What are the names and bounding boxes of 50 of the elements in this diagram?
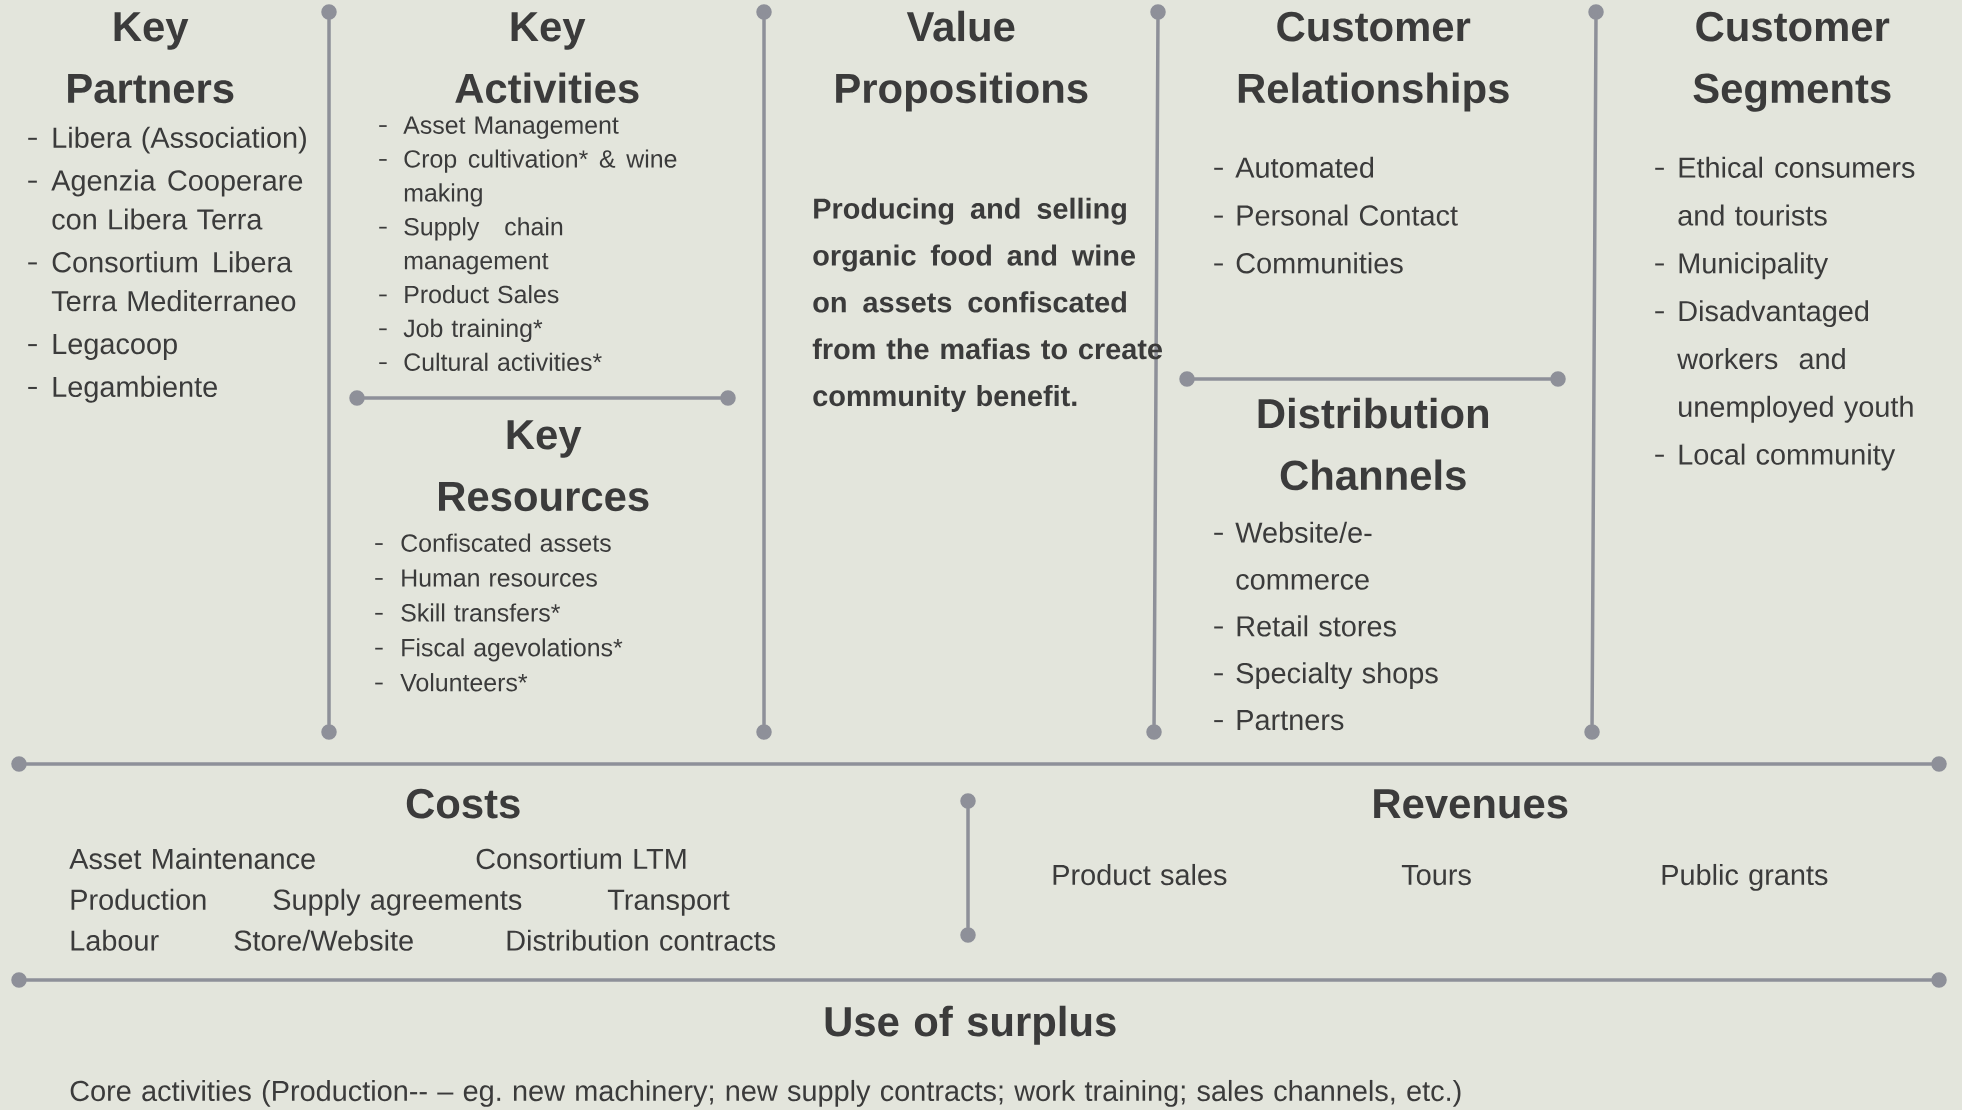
list-item: Agenzia Cooperare con Libera Terra bbox=[28, 169, 303, 230]
list-item: Website/e-commerce bbox=[1214, 521, 1372, 590]
cost-item: Store/Website bbox=[234, 929, 413, 951]
section-heading: Distribution Channels bbox=[1258, 397, 1488, 491]
section-heading: Customer Segments bbox=[1693, 11, 1891, 112]
body-text: Core activities (Production-- – eg. new machinery; new supply contracts; work training; sales channels, etc.) bbox=[70, 1079, 1461, 1107]
section-heading: Key Resources bbox=[439, 420, 649, 512]
cost-item: Production bbox=[71, 888, 206, 910]
list-item: Supply chain management bbox=[378, 217, 563, 275]
list-item: Skill transfers* bbox=[374, 603, 560, 622]
list-item: Legacoop bbox=[28, 334, 177, 360]
section-heading: Use of surplus bbox=[825, 1005, 1116, 1045]
section-heading: Value Propositions bbox=[836, 10, 1088, 112]
list-item: Local community bbox=[1655, 443, 1896, 471]
list-item: Disadvantaged workers and unemployed youth bbox=[1655, 300, 1913, 423]
list-item: Volunteers* bbox=[374, 673, 528, 692]
list-item: Personal Contact bbox=[1214, 204, 1458, 226]
list-item: Communities bbox=[1214, 252, 1403, 274]
section-heading: Costs bbox=[406, 788, 520, 819]
list-item: Human resources bbox=[374, 569, 597, 587]
list-item: Product Sales bbox=[378, 284, 559, 304]
description-text: Producing and selling organic food and wine on assets confiscated from the mafias to create community benefit. bbox=[812, 197, 1163, 412]
cost-item: Asset Maintenance bbox=[69, 847, 315, 870]
cost-item: Distribution contracts bbox=[507, 929, 776, 951]
list-item: Specialty shops bbox=[1214, 662, 1438, 690]
list-item: Ethical consumers and tourists bbox=[1655, 156, 1915, 226]
cost-item: Transport bbox=[607, 889, 730, 916]
list-item: Retail stores bbox=[1214, 615, 1396, 637]
list-item: Automated bbox=[1214, 156, 1374, 178]
cost-item: Labour bbox=[71, 929, 159, 951]
list-item: Crop cultivation* & wine making bbox=[378, 149, 677, 207]
list-item: Consortium Libera Terra Mediterraneo bbox=[28, 251, 296, 312]
list-item: Legambiente bbox=[28, 375, 217, 403]
list-item: Libera (Association) bbox=[28, 126, 306, 154]
list-item: Asset Management bbox=[378, 116, 619, 139]
list-item: Fiscal agevolations* bbox=[374, 638, 623, 662]
revenue-item: Tours bbox=[1401, 865, 1471, 886]
revenue-item: Product sales bbox=[1053, 863, 1227, 886]
section-heading: Customer Relationships bbox=[1238, 11, 1509, 112]
section-heading: Revenues bbox=[1374, 789, 1568, 819]
cost-item: Consortium LTM bbox=[476, 847, 686, 870]
list-item: Job training* bbox=[378, 318, 543, 343]
section-heading: Key Activities bbox=[455, 12, 639, 104]
list-item: Cultural activities* bbox=[378, 352, 602, 371]
list-item: Confiscated assets bbox=[374, 533, 611, 552]
section-heading: Key Partners bbox=[68, 12, 234, 104]
list-item: Partners bbox=[1214, 710, 1344, 731]
revenue-item: Public grants bbox=[1662, 863, 1828, 891]
cost-item: Supply agreements bbox=[273, 888, 522, 916]
list-item: Municipality bbox=[1655, 252, 1829, 280]
